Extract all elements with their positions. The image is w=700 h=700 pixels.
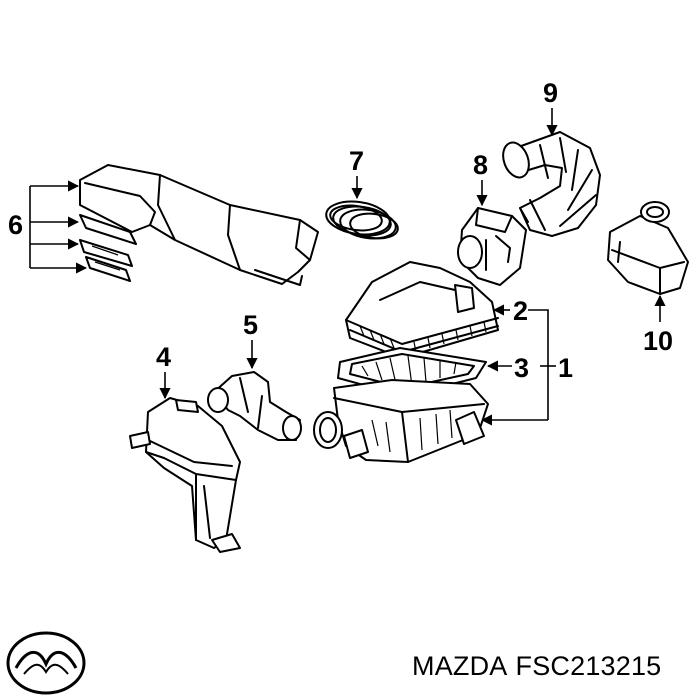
brand-name: MAZDA <box>412 651 508 681</box>
callout-3: 3 <box>514 353 529 383</box>
callout-1: 1 <box>558 353 573 383</box>
callout-1-leaders <box>480 309 556 426</box>
part-number: FSC213215 <box>515 651 662 681</box>
part-8-air-flow-meter <box>457 180 527 286</box>
callout-2: 2 <box>513 296 528 326</box>
part-4-air-duct <box>129 372 241 553</box>
callout-4: 4 <box>156 342 171 372</box>
mazda-logo-icon <box>6 631 86 695</box>
part-2-cleaner-cover <box>345 261 510 359</box>
callout-9: 9 <box>543 78 558 108</box>
callout-8: 8 <box>473 150 488 180</box>
part-9-intake-hose <box>502 108 601 237</box>
callout-10: 10 <box>643 326 673 356</box>
callout-6: 6 <box>8 210 23 240</box>
part-7-clamp <box>325 176 399 240</box>
callout-7: 7 <box>349 146 364 176</box>
part-1-cleaner-case <box>313 379 489 463</box>
callout-6-leaders <box>29 180 88 274</box>
part-5-elbow-hose <box>207 340 302 441</box>
callout-5: 5 <box>243 310 258 340</box>
part-6-intake-duct <box>79 164 319 286</box>
part-10-resonator <box>607 201 689 322</box>
